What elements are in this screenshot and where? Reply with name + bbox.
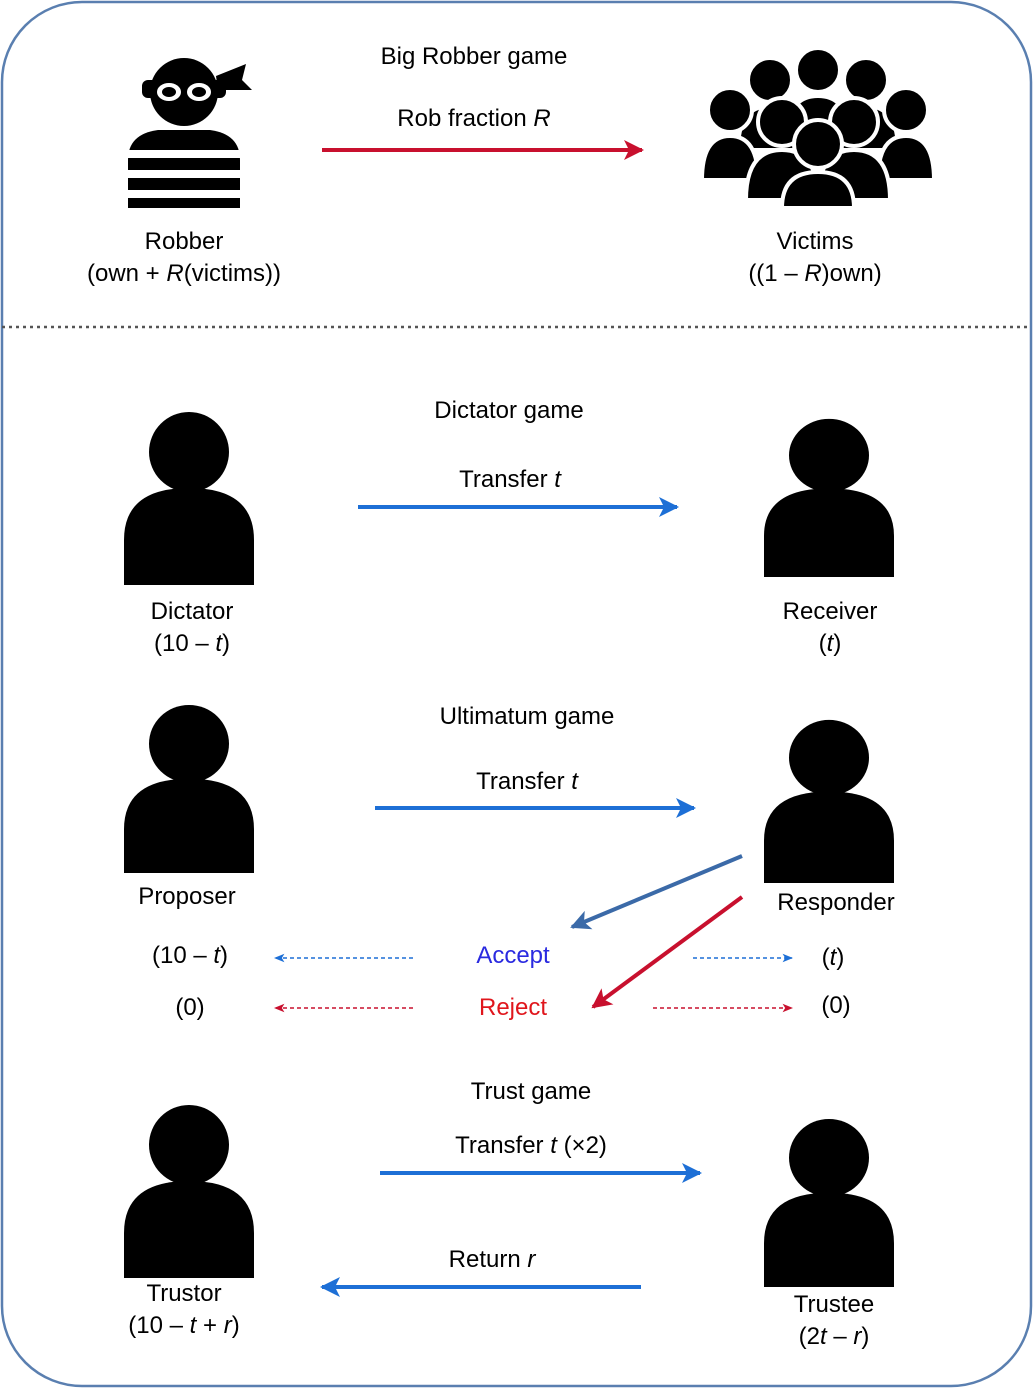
proposer-person-icon — [124, 704, 254, 873]
dictator-person-icon — [124, 412, 254, 585]
trustee-person-icon — [764, 1118, 894, 1287]
reject-proposer-payoff: (0) — [175, 994, 205, 1021]
dictator-payoff: (10 – t) — [153, 630, 231, 657]
reject-arrow — [591, 895, 744, 1009]
dictator-arrow-label: Transfer t — [459, 466, 561, 493]
trustee-payoff: (2t – r) — [798, 1323, 870, 1350]
responder-name: Responder — [777, 889, 895, 916]
rob-arrow-label: Rob fraction R — [397, 105, 551, 132]
trust-transfer-label: Transfer t (×2) — [455, 1132, 607, 1159]
robber-name: Robber — [144, 228, 224, 255]
trust-return-label: Return r — [448, 1246, 536, 1273]
dictator-name: Dictator — [150, 598, 234, 625]
receiver-name: Receiver — [782, 598, 878, 625]
robber-payoff: (own + R(victims)) — [86, 260, 282, 287]
victims-payoff: ((1 – R)own) — [748, 260, 882, 287]
crowd-icon — [700, 46, 936, 208]
victims-name: Victims — [776, 228, 854, 255]
trustee-name: Trustee — [793, 1291, 875, 1318]
receiver-payoff: (t) — [818, 630, 842, 657]
dictator-title: Dictator game — [434, 397, 584, 424]
proposer-name: Proposer — [138, 883, 236, 910]
trust-title: Trust game — [470, 1078, 592, 1105]
reject-label: Reject — [478, 994, 548, 1021]
reject-responder-payoff: (0) — [821, 992, 851, 1019]
trustor-person-icon — [124, 1105, 254, 1278]
accept-label: Accept — [476, 942, 550, 969]
big-robber-title: Big Robber game — [380, 43, 568, 70]
robber-icon — [124, 58, 252, 208]
accept-proposer-payoff: (10 – t) — [151, 942, 229, 969]
responder-person-icon — [764, 719, 894, 883]
accept-arrow — [570, 854, 743, 930]
accept-responder-payoff: (t) — [821, 944, 845, 971]
receiver-person-icon — [764, 418, 894, 577]
trustor-payoff: (10 – t + r) — [128, 1312, 240, 1339]
trustor-name: Trustor — [146, 1280, 222, 1307]
ultimatum-title: Ultimatum game — [439, 703, 615, 730]
ultimatum-arrow-label: Transfer t — [476, 768, 578, 795]
